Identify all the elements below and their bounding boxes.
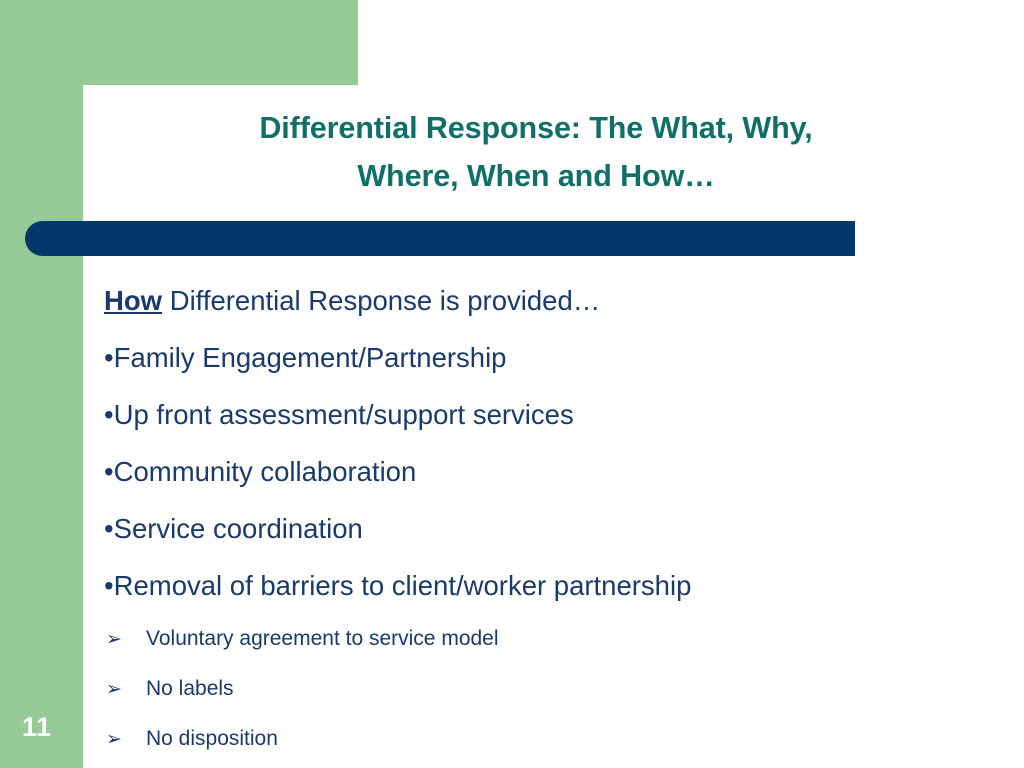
bullet-item: •Community collaboration xyxy=(104,443,1004,500)
slide-title-line-1: Differential Response: The What, Why, xyxy=(259,111,813,145)
arrow-bullet-icon: ➢ xyxy=(106,629,122,650)
white-content-panel xyxy=(88,85,1024,768)
arrow-bullet-icon: ➢ xyxy=(106,729,122,750)
slide-body: How Differential Response is provided… •… xyxy=(104,272,1004,764)
sub-bullet-item-label: No disposition xyxy=(146,727,278,750)
bullet-marker-icon: • xyxy=(104,342,114,373)
page-number: 11 xyxy=(22,712,52,742)
bullet-item: •Family Engagement/Partnership xyxy=(104,329,1004,386)
lead-rest-text: Differential Response is provided… xyxy=(162,285,601,316)
slide-title: Differential Response: The What, Why, Wh… xyxy=(96,104,976,200)
green-left-column-decoration xyxy=(0,0,83,768)
arrow-bullet-icon: ➢ xyxy=(106,679,122,700)
bullet-item: •Service coordination xyxy=(104,500,1004,557)
green-top-block-decoration xyxy=(0,0,358,85)
slide-title-line-2: Where, When and How… xyxy=(357,159,715,193)
bullet-item: •Removal of barriers to client/worker pa… xyxy=(104,557,1004,614)
bullet-marker-icon: • xyxy=(104,456,114,487)
sub-bullet-item: ➢ Voluntary agreement to service model xyxy=(104,614,1004,664)
bullet-item-label: Community collaboration xyxy=(113,456,417,487)
bullet-marker-icon: • xyxy=(104,570,114,601)
bullet-item-label: Family Engagement/Partnership xyxy=(113,342,507,373)
bullet-marker-icon: • xyxy=(104,513,114,544)
bullet-item-label: Removal of barriers to client/worker par… xyxy=(113,570,692,601)
bullet-item-label: Up front assessment/support services xyxy=(113,399,574,430)
bullet-marker-icon: • xyxy=(104,399,114,430)
bullet-item: •Up front assessment/support services xyxy=(104,386,1004,443)
sub-bullet-item-label: No labels xyxy=(146,677,234,700)
sub-bullet-item: ➢ No disposition xyxy=(104,714,1004,764)
sub-bullet-item: ➢ No labels xyxy=(104,664,1004,714)
lead-emphasis-how: How xyxy=(104,285,163,316)
body-lead-line: How Differential Response is provided… xyxy=(104,272,1004,329)
title-divider-bar xyxy=(25,221,855,256)
sub-bullet-item-label: Voluntary agreement to service model xyxy=(146,627,499,650)
bullet-item-label: Service coordination xyxy=(113,513,363,544)
